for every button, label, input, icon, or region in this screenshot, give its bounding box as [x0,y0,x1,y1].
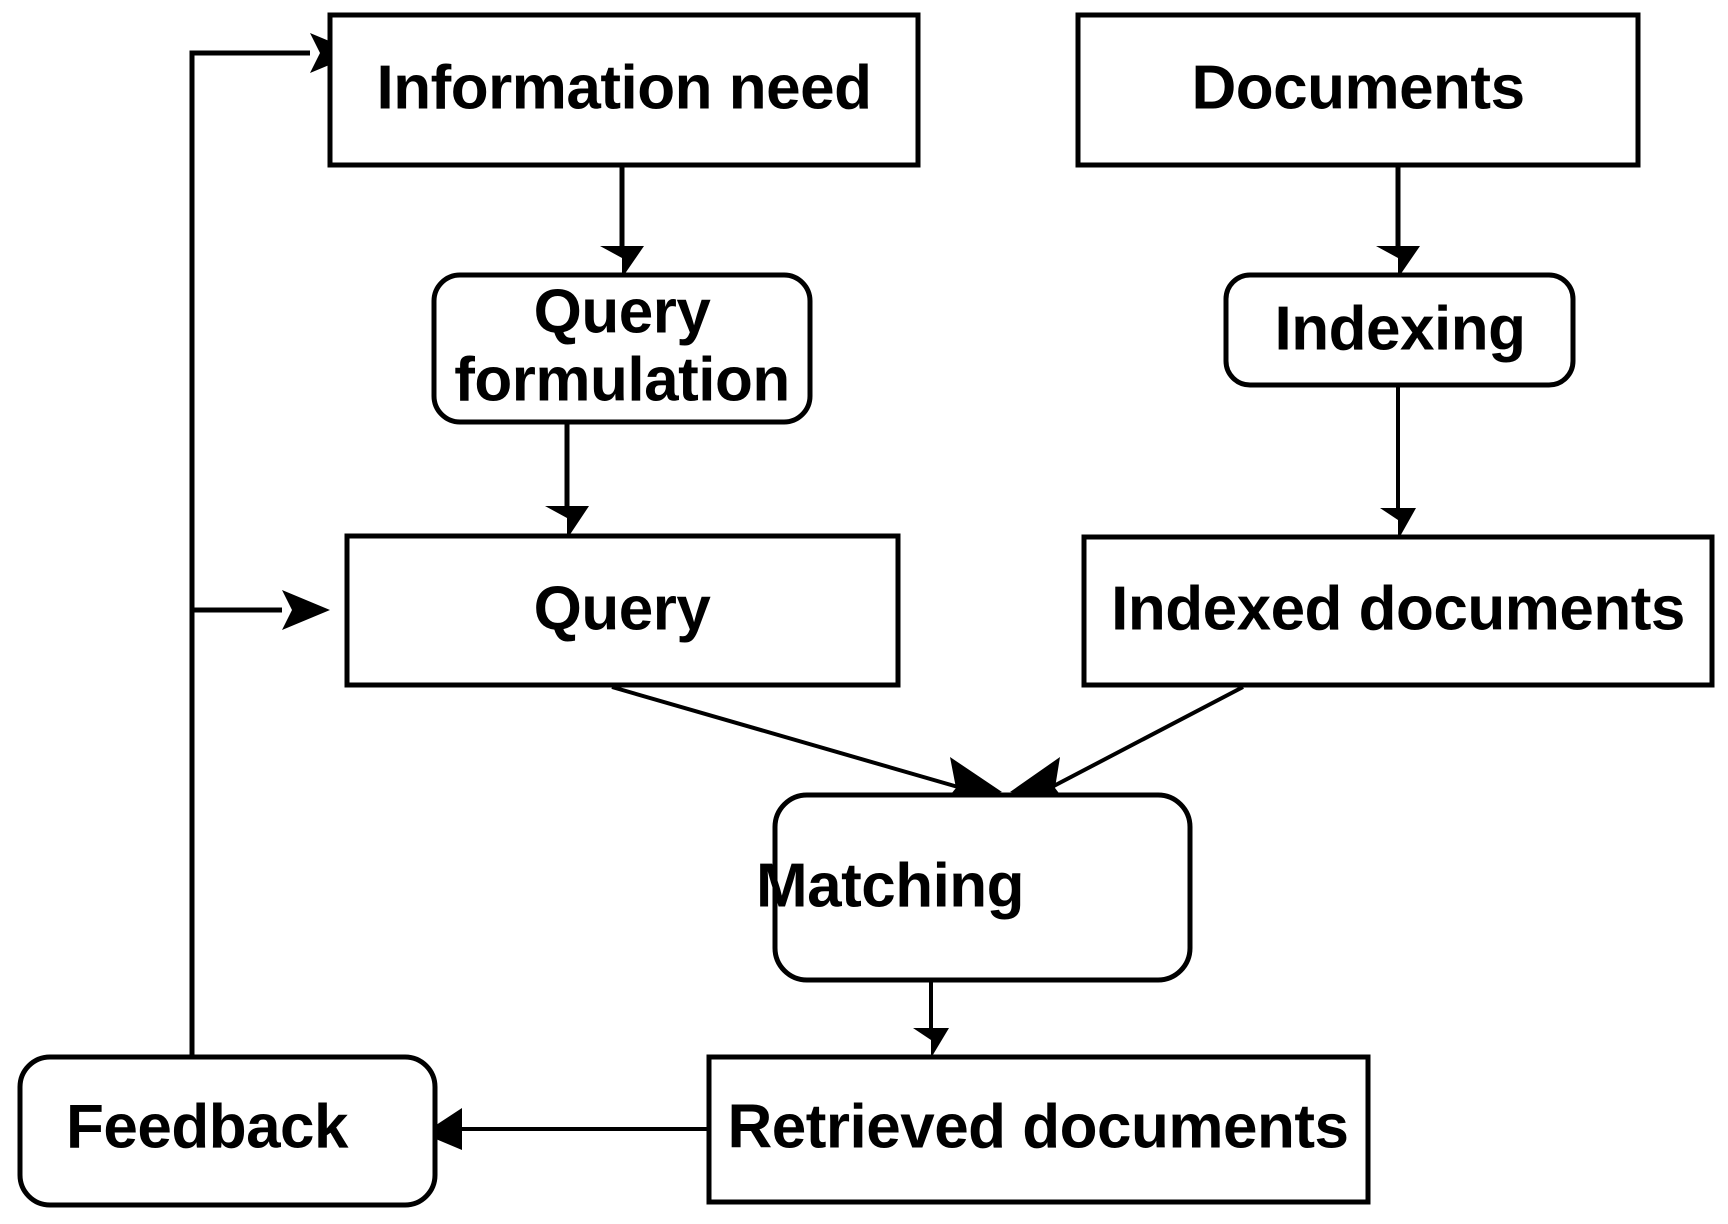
indexed-documents-box[interactable] [1081,534,1715,688]
retrieved-documents-label: Retrieved documents [727,1092,1348,1161]
documents-label: Documents [1191,53,1524,122]
edge-information-need-to-query-formulation [600,165,644,278]
node-indexed-documents[interactable]: Indexed documents [1081,534,1715,688]
information-need-box[interactable] [327,12,921,168]
node-retrieved-documents[interactable]: Retrieved documents [706,1054,1371,1205]
query-box[interactable] [344,533,901,688]
matching-box[interactable] [772,792,1193,983]
node-query[interactable]: Query [344,533,901,688]
edge-feedback-to-information-need [189,33,358,1057]
node-indexing[interactable]: Indexing [1223,272,1576,388]
information-need-label: Information need [377,53,872,122]
documents-box[interactable] [1075,12,1641,168]
query-formulation-box[interactable] [431,272,813,425]
arrowhead-icon [913,1028,949,1058]
indexing-box[interactable] [1223,272,1576,388]
edge-query-formulation-to-query [545,422,589,539]
indexed-documents-label: Indexed documents [1111,574,1685,643]
node-matching[interactable]: Matching [756,792,1193,983]
edge-documents-to-indexing [1376,165,1420,278]
matching-label: Matching [756,851,1024,920]
arrowhead-icon [1380,508,1416,540]
edge-retrieved-documents-to-feedback [412,1108,709,1150]
arrowhead-icon [1376,246,1420,278]
query-formulation-label-line1: Query [534,277,712,346]
node-feedback[interactable]: Feedback [17,1054,438,1208]
edge-query-to-matching [611,685,1002,805]
edge-feedback-to-query [192,590,330,630]
node-query-formulation[interactable]: Query formulation [431,272,813,425]
arrowhead-icon [282,590,330,630]
arrowhead-icon [545,506,589,539]
node-information-need[interactable]: Information need [327,12,921,168]
arrowhead-icon [600,246,644,278]
query-formulation-label-line2: formulation [454,345,789,414]
retrieved-documents-box[interactable] [706,1054,1371,1205]
node-documents[interactable]: Documents [1075,12,1641,168]
feedback-box[interactable] [17,1054,438,1208]
query-label: Query [534,574,712,643]
edge-indexing-to-indexed-documents [1380,385,1416,540]
feedback-label: Feedback [66,1092,349,1161]
edge-indexed-documents-to-matching [1010,685,1244,805]
indexing-label: Indexing [1275,294,1526,363]
edge-matching-to-retrieved-documents [913,980,949,1058]
